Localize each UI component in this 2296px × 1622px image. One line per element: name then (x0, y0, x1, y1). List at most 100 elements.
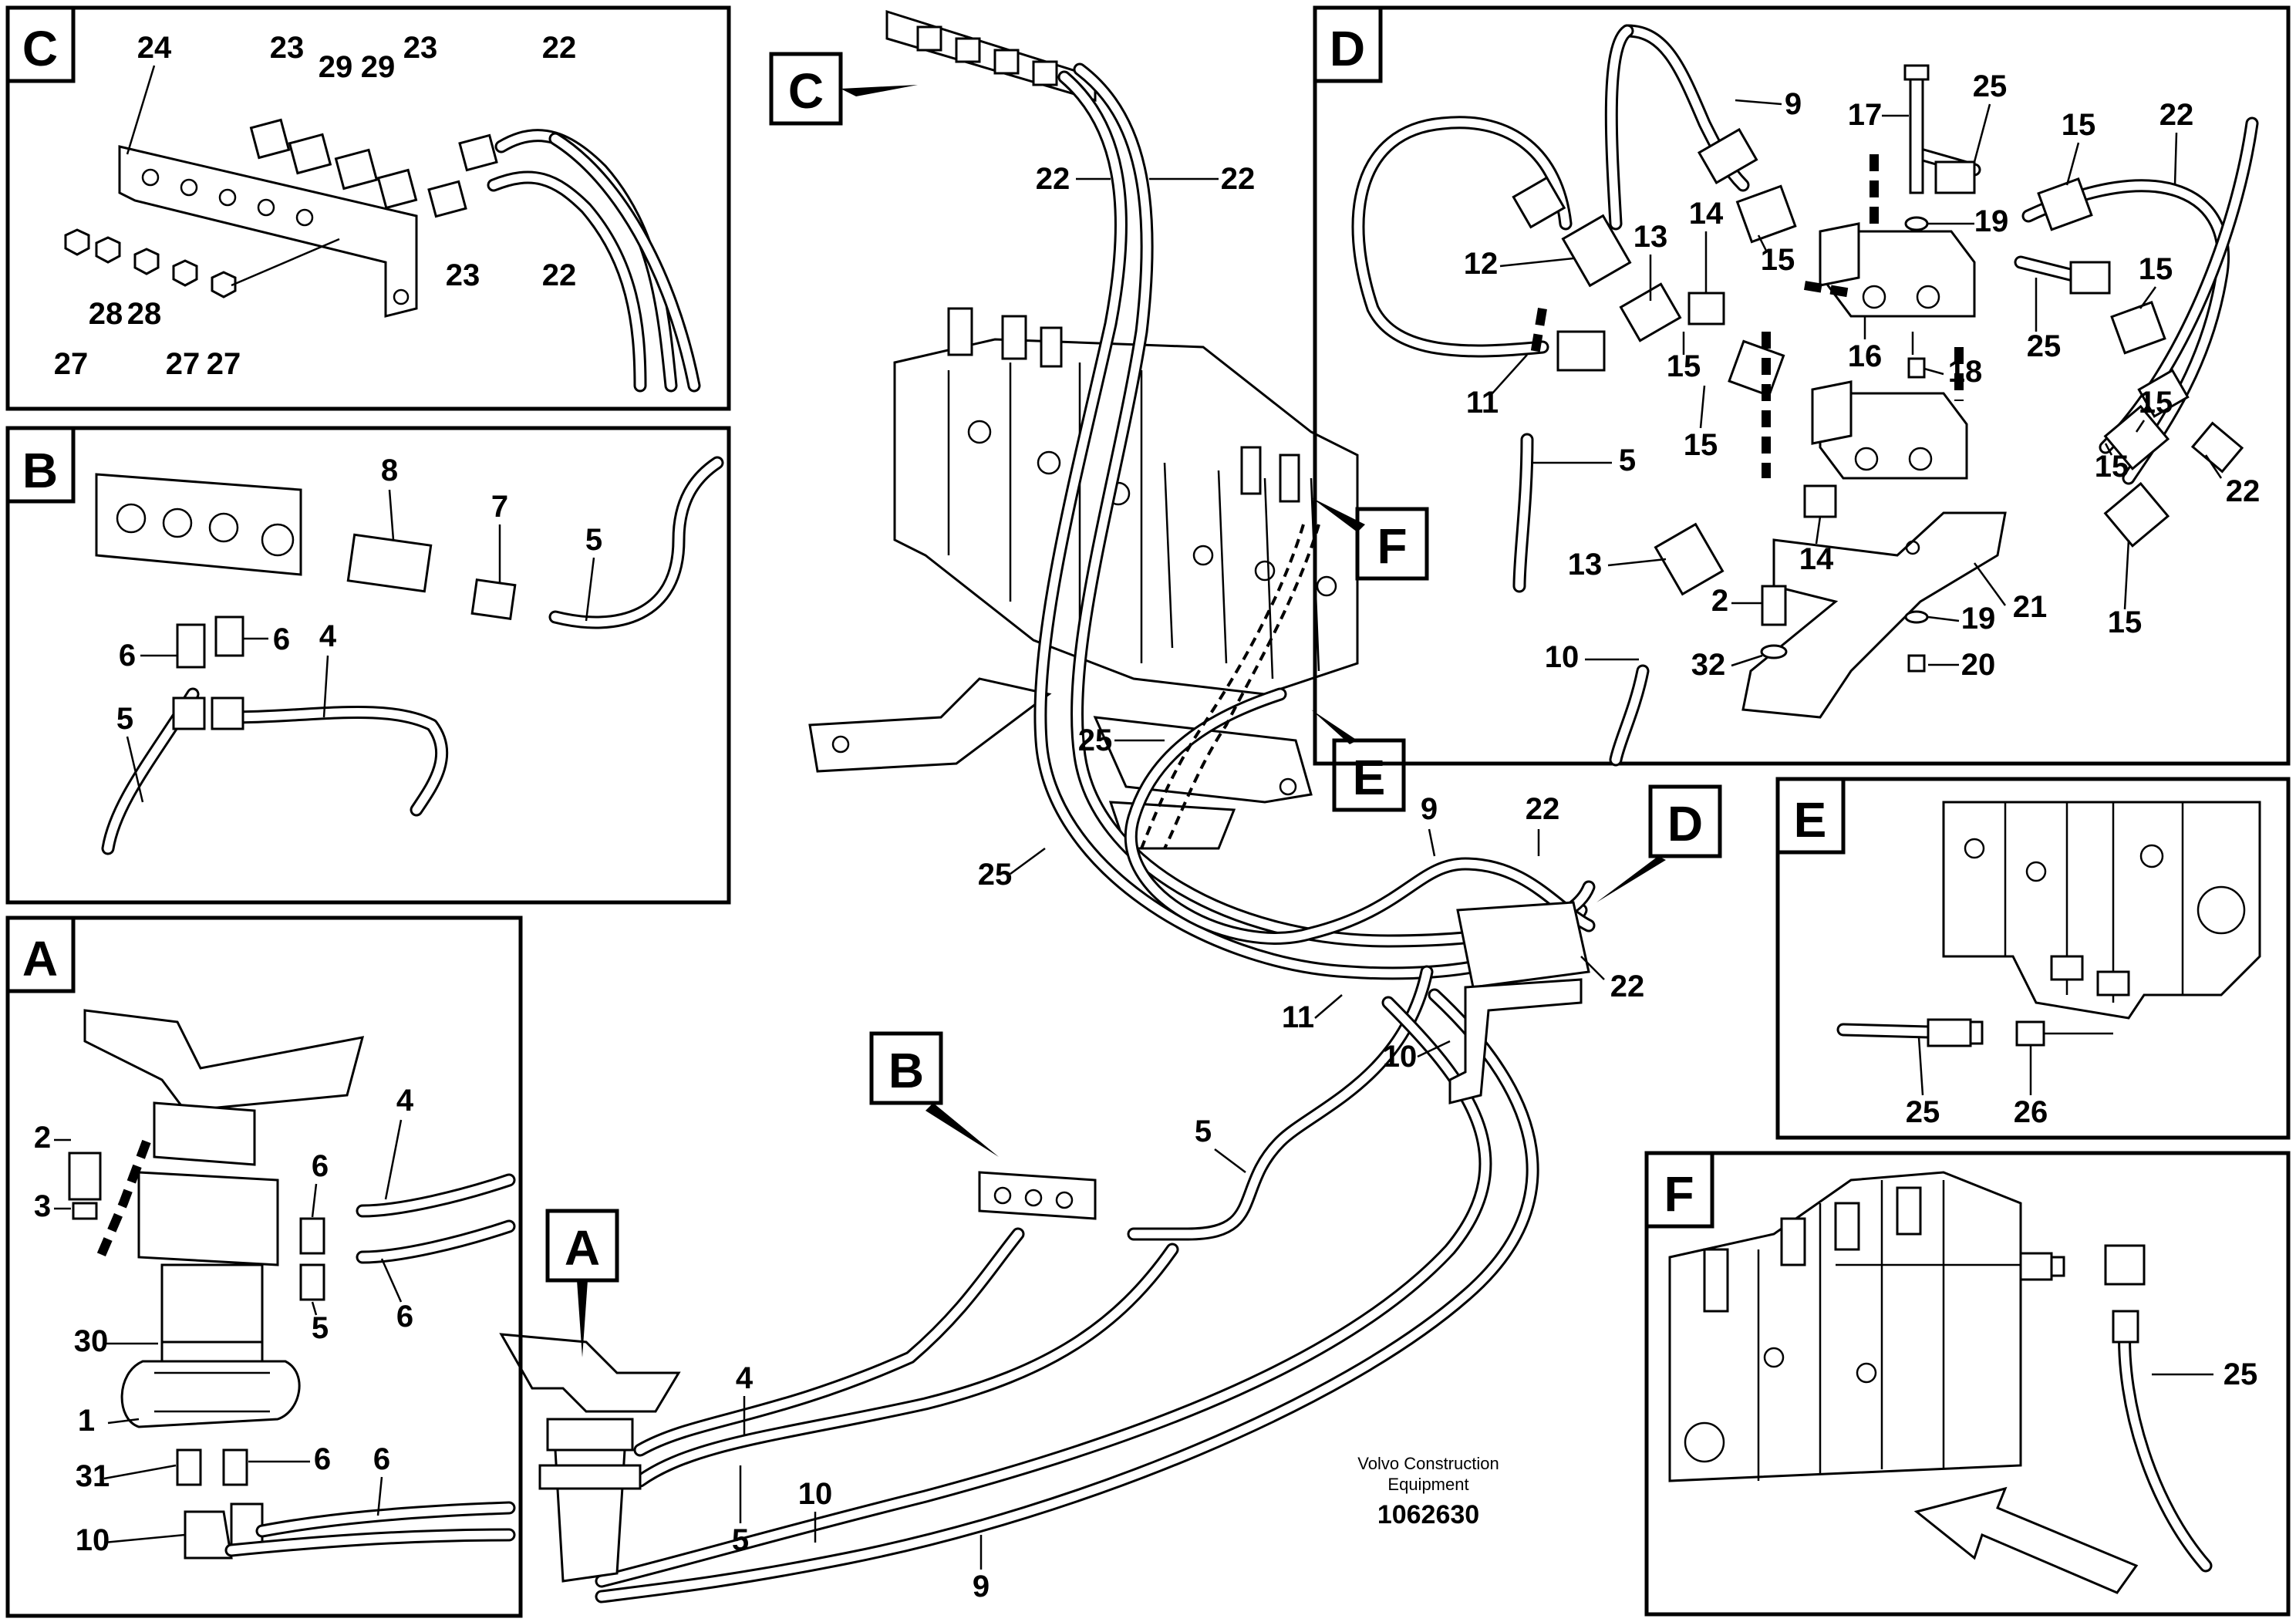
caption: Volvo Construction Equipment 1062630 (1357, 1454, 1499, 1529)
callout-c: C (769, 52, 918, 126)
svg-text:5: 5 (1195, 1114, 1212, 1148)
svg-text:30: 30 (74, 1324, 109, 1358)
svg-text:15: 15 (2139, 386, 2173, 420)
svg-text:14: 14 (1799, 542, 1834, 576)
svg-text:15: 15 (1761, 243, 1795, 277)
svg-text:28: 28 (127, 297, 162, 331)
svg-text:18: 18 (1948, 355, 1983, 389)
manifold-c (885, 9, 1097, 103)
svg-text:3: 3 (34, 1189, 51, 1223)
svg-text:4: 4 (736, 1361, 754, 1395)
svg-text:25: 25 (2027, 329, 2062, 363)
callout-a: A (545, 1209, 619, 1357)
svg-text:25: 25 (1906, 1095, 1940, 1129)
main-hoses (595, 62, 1596, 1603)
svg-text:10: 10 (1383, 1040, 1418, 1074)
svg-text:22: 22 (1221, 162, 1256, 196)
svg-text:22: 22 (2226, 474, 2261, 508)
callout-b: B (869, 1031, 999, 1157)
svg-text:1: 1 (78, 1404, 95, 1438)
svg-text:22: 22 (542, 31, 577, 65)
svg-text:20: 20 (1961, 648, 1996, 682)
svg-text:27: 27 (207, 347, 241, 381)
svg-text:E: E (1794, 792, 1827, 848)
svg-text:F: F (1377, 518, 1407, 574)
svg-text:4: 4 (319, 619, 337, 653)
svg-text:21: 21 (2013, 590, 2048, 624)
svg-text:6: 6 (273, 622, 290, 656)
svg-text:13: 13 (1633, 220, 1668, 254)
callout-f: F (1311, 497, 1429, 581)
svg-text:24: 24 (137, 31, 172, 65)
svg-text:32: 32 (1691, 648, 1726, 682)
svg-text:19: 19 (1974, 204, 2009, 238)
main-part-labels: 22 22 25 25 9 22 11 10 22 5 4 10 5 9 (732, 162, 1644, 1603)
panel-f: F 25 (1644, 1151, 2291, 1617)
svg-text:27: 27 (54, 347, 89, 381)
svg-text:6: 6 (314, 1442, 331, 1476)
svg-text:E: E (1353, 750, 1386, 805)
svg-text:25: 25 (1078, 723, 1113, 757)
caption-line-2: Equipment (1387, 1475, 1468, 1494)
svg-text:2: 2 (34, 1121, 51, 1155)
panel-e: E 25 26 (1775, 777, 2291, 1140)
svg-text:A: A (22, 931, 58, 986)
mounting-frame (808, 677, 1313, 850)
manifold-d-main (1448, 901, 1590, 1104)
svg-text:16: 16 (1848, 339, 1883, 373)
svg-text:22: 22 (542, 258, 577, 292)
panel-d: D (1313, 5, 2291, 767)
svg-text:13: 13 (1568, 548, 1603, 582)
svg-text:12: 12 (1464, 247, 1499, 281)
svg-text:5: 5 (312, 1311, 329, 1345)
svg-text:10: 10 (1545, 640, 1580, 674)
svg-text:B: B (22, 443, 58, 498)
svg-text:25: 25 (978, 858, 1013, 892)
svg-text:9: 9 (973, 1570, 990, 1603)
svg-text:A: A (565, 1220, 600, 1276)
svg-text:15: 15 (1667, 349, 1701, 383)
panel-c: C 24 23 29 29 23 22 (5, 5, 731, 411)
panel-a: A 2 3 4 6 6 5 30 (5, 916, 523, 1618)
svg-text:6: 6 (119, 639, 136, 673)
svg-text:14: 14 (1689, 197, 1724, 231)
svg-text:27: 27 (166, 347, 201, 381)
svg-text:26: 26 (2014, 1095, 2048, 1129)
svg-text:25: 25 (1973, 69, 2008, 103)
svg-text:22: 22 (2159, 98, 2194, 132)
control-valve-block (893, 307, 1359, 696)
svg-text:29: 29 (319, 50, 353, 84)
svg-text:15: 15 (2095, 450, 2129, 484)
svg-text:C: C (788, 63, 824, 119)
svg-text:11: 11 (1282, 1000, 1314, 1034)
svg-text:5: 5 (732, 1523, 749, 1557)
manifold-b-main (978, 1171, 1097, 1220)
callout-d: D (1596, 784, 1722, 902)
svg-text:23: 23 (403, 31, 438, 65)
svg-text:D: D (1330, 21, 1365, 76)
callout-e: E (1311, 710, 1406, 812)
svg-text:6: 6 (312, 1149, 329, 1183)
svg-text:2: 2 (1711, 584, 1728, 618)
svg-text:22: 22 (1526, 792, 1560, 826)
svg-text:15: 15 (2108, 605, 2143, 639)
svg-text:6: 6 (396, 1300, 413, 1334)
svg-text:29: 29 (361, 50, 396, 84)
svg-text:F: F (1664, 1166, 1694, 1222)
svg-text:22: 22 (1610, 969, 1645, 1003)
svg-text:10: 10 (76, 1523, 110, 1557)
svg-text:23: 23 (270, 31, 305, 65)
panel-b: B 8 7 5 6 6 4 5 (5, 426, 731, 905)
svg-text:23: 23 (446, 258, 480, 292)
svg-text:19: 19 (1961, 602, 1996, 636)
caption-number: 1062630 (1377, 1500, 1479, 1529)
pedal-main (499, 1333, 681, 1583)
svg-text:17: 17 (1848, 98, 1883, 132)
svg-text:22: 22 (1036, 162, 1070, 196)
svg-text:4: 4 (396, 1084, 414, 1118)
svg-text:D: D (1667, 796, 1703, 851)
svg-text:5: 5 (585, 523, 602, 557)
svg-text:5: 5 (1619, 443, 1636, 477)
svg-text:C: C (22, 21, 58, 76)
